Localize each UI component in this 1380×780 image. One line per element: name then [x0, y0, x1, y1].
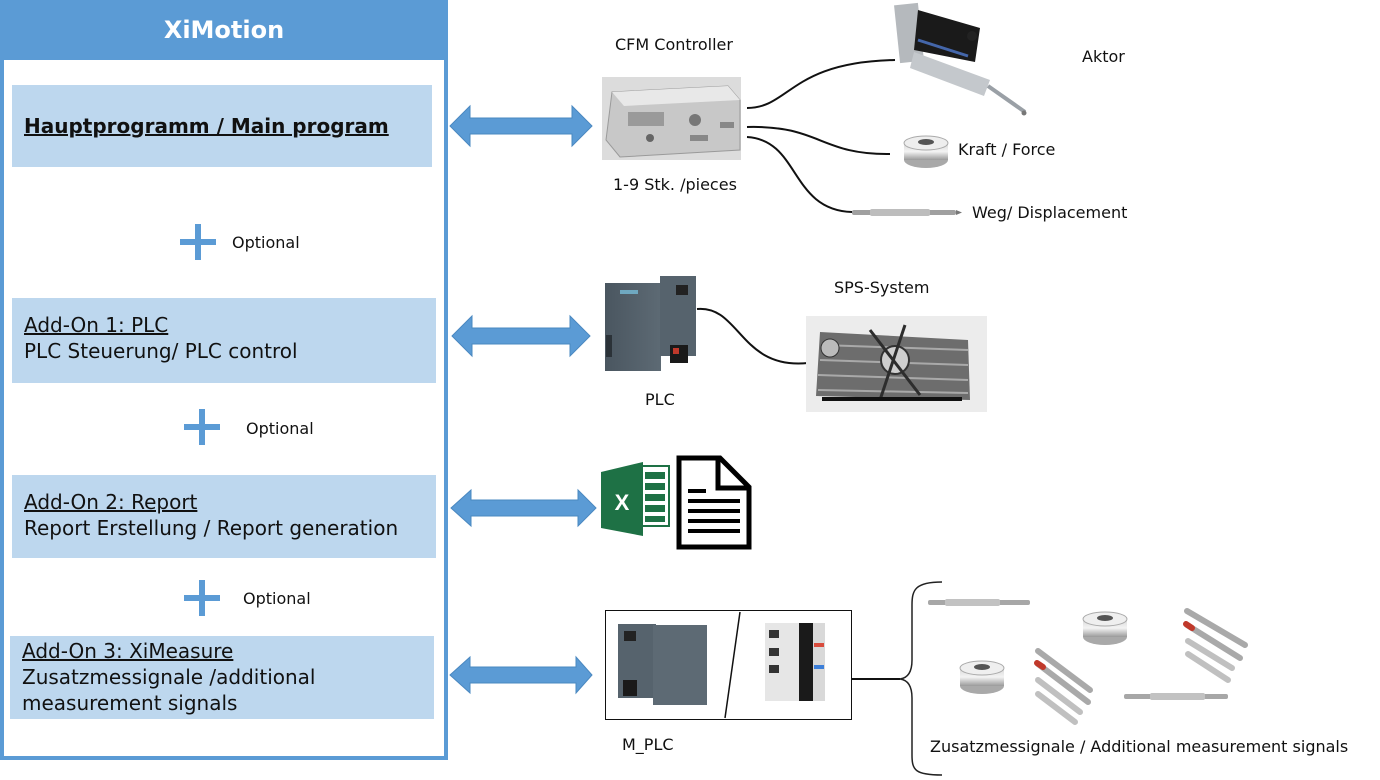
- m-plc-image: [618, 611, 825, 719]
- main-program-module[interactable]: Hauptprogramm / Main program: [12, 85, 432, 167]
- addon-ximeasure-title: Add-On 3: XiMeasure: [22, 639, 234, 663]
- addon-plc-module[interactable]: Add-On 1: PLC PLC Steuerung/ PLC control: [12, 298, 436, 383]
- displacement-sensor-small: [1124, 693, 1228, 700]
- cable-force: [746, 125, 891, 156]
- arrow-main-cfm: [449, 104, 593, 148]
- cable-plc-sps: [696, 307, 809, 365]
- force-sensor-image: [903, 135, 949, 168]
- plc-label: PLC: [645, 390, 675, 409]
- addon-report-title: Add-On 2: Report: [24, 490, 198, 514]
- addon-plc-description: PLC Steuerung/ PLC control: [24, 339, 298, 363]
- addon-ximeasure-module[interactable]: Add-On 3: XiMeasure Zusatzmessignale /ad…: [10, 636, 434, 719]
- main-program-label: Hauptprogramm / Main program: [24, 114, 389, 138]
- displacement-sensor-small: [928, 599, 1030, 606]
- addon-report-module[interactable]: Add-On 2: Report Report Erstellung / Rep…: [12, 475, 436, 558]
- plus-icon: [184, 409, 220, 445]
- optional-label: Optional: [243, 589, 311, 608]
- optional-label: Optional: [246, 419, 314, 438]
- force-sensor-small: [959, 660, 1005, 694]
- addon-report-description: Report Erstellung / Report generation: [24, 516, 399, 540]
- actuator-image: [894, 2, 1027, 116]
- additional-sensors-image: [928, 599, 1248, 725]
- displacement-sensor-image: [852, 209, 962, 216]
- arrow-addon2-report: [450, 488, 597, 528]
- plus-icon: [184, 580, 220, 616]
- displacement-label: Weg/ Displacement: [972, 203, 1128, 222]
- force-label: Kraft / Force: [958, 140, 1056, 159]
- panel-title: XiMotion: [0, 0, 448, 60]
- sps-system-image: [806, 316, 987, 412]
- cfm-controller-title: CFM Controller: [615, 35, 733, 54]
- addon-plc-title: Add-On 1: PLC: [24, 313, 169, 337]
- excel-letter: X: [615, 490, 630, 515]
- document-icon: [676, 455, 752, 550]
- bracket: [899, 581, 943, 776]
- m-plc-label: M_PLC: [622, 735, 674, 754]
- force-sensor-small: [1082, 611, 1128, 645]
- arrow-addon3-mplc: [449, 655, 593, 695]
- m-plc-frame: [605, 610, 852, 720]
- plc-image: [605, 276, 696, 371]
- cable-displacement: [746, 136, 853, 213]
- cfm-controller-quantity: 1-9 Stk. /pieces: [613, 175, 737, 194]
- probe-bundle: [1034, 648, 1093, 725]
- arrow-addon1-plc: [451, 314, 591, 358]
- excel-icon: X: [601, 462, 670, 536]
- addon-ximeasure-description-1: Zusatzmessignale /additional: [22, 665, 316, 689]
- probe-bundle: [1183, 608, 1248, 683]
- additional-signals-label: Zusatzmessignale / Additional measuremen…: [930, 737, 1349, 756]
- optional-label: Optional: [232, 233, 300, 252]
- actuator-label: Aktor: [1082, 47, 1125, 66]
- plus-icon: [180, 224, 216, 260]
- sps-system-label: SPS-System: [834, 278, 930, 297]
- cable-actuator: [746, 59, 896, 109]
- cfm-controller-image: [602, 77, 741, 160]
- addon-ximeasure-description-2: measurement signals: [22, 691, 238, 715]
